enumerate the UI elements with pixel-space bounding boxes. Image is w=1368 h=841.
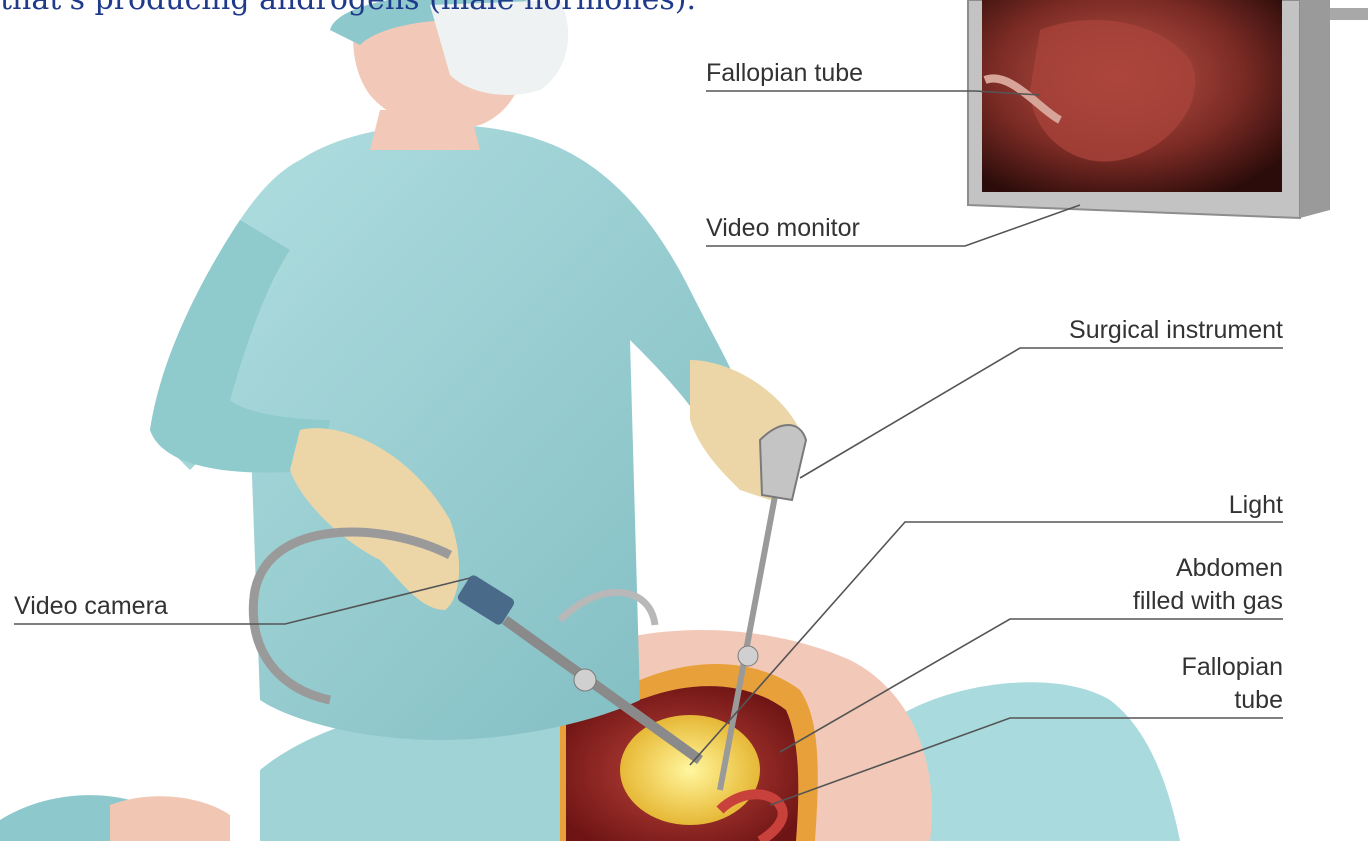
- label-light: Light: [1229, 490, 1283, 520]
- monitor-arm: [1330, 8, 1368, 20]
- surgical-instrument-handle: [760, 425, 806, 500]
- label-abdomen-line1: Abdomen: [1176, 553, 1283, 583]
- surgeon: [150, 0, 803, 740]
- label-monitor-fallopian-tube: Fallopian tube: [706, 58, 863, 88]
- trocar-port-left: [574, 669, 596, 691]
- leader-surgical-instrument: [800, 348, 1283, 478]
- label-abdomen-line2: filled with gas: [1133, 586, 1283, 616]
- label-fallopian-line1: Fallopian: [1182, 652, 1283, 682]
- trocar-port-right: [738, 646, 758, 666]
- caption-text: that's producing androgens (male hormone…: [0, 0, 696, 17]
- video-monitor: [968, 0, 1368, 218]
- patient-face: [110, 796, 230, 841]
- light-glow: [620, 715, 760, 825]
- label-fallopian-line2: tube: [1234, 685, 1283, 715]
- label-surgical-instrument: Surgical instrument: [1069, 315, 1283, 345]
- monitor-side: [1300, 0, 1330, 218]
- label-video-monitor: Video monitor: [706, 213, 860, 243]
- label-video-camera: Video camera: [14, 591, 168, 621]
